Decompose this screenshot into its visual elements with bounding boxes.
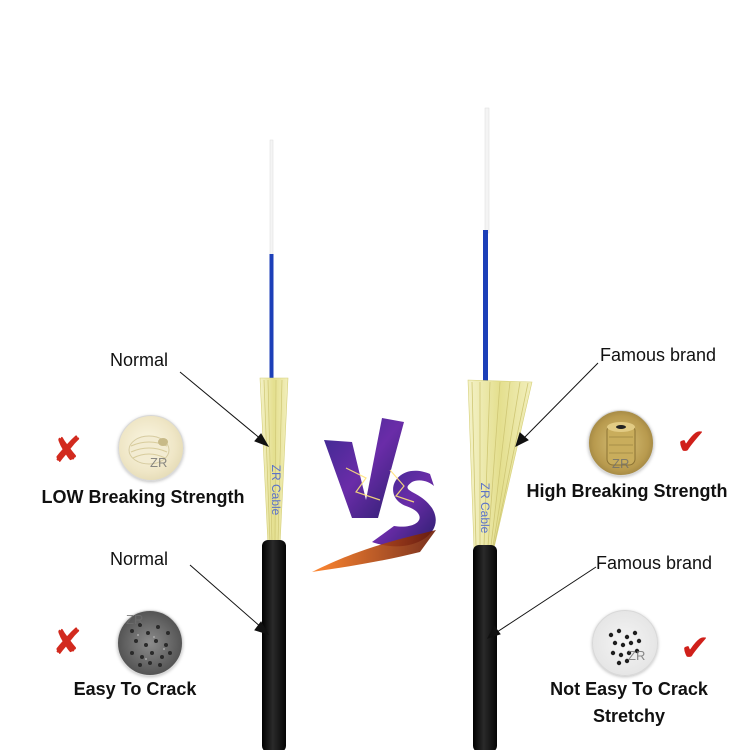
yarn-spool-icon [118, 415, 184, 481]
right-spool-watermark: ZR [612, 456, 630, 471]
right-jacket [473, 545, 497, 750]
right-fiber-title: High Breaking Strength [526, 481, 728, 501]
left-fiber-callout: Normal [110, 350, 169, 370]
left-pellets-watermark: ZR [126, 612, 144, 627]
yarn-spool-icon [588, 410, 654, 476]
pellets-icon [592, 610, 658, 676]
left-spool-watermark: ZR [150, 455, 168, 470]
left-bare-fiber [269, 139, 274, 256]
left-jacket-callout: Normal [110, 549, 169, 569]
right-cable [467, 107, 533, 750]
check-icon: ✔ [676, 421, 707, 462]
right-tight-buffer [483, 230, 488, 382]
right-fiber-callout: Famous brand [600, 345, 717, 365]
right-jacket-subtitle: Stretchy [592, 706, 666, 726]
left-aramid-yarn [259, 377, 289, 546]
left-fiber-title: LOW Breaking Strength [41, 487, 245, 507]
right-cable-print: ZR Cable [478, 482, 492, 534]
check-icon: ✔ [680, 627, 711, 668]
right-jacket-callout: Famous brand [596, 553, 713, 573]
vs-graphic [312, 418, 436, 572]
left-cable-print: ZR Cable [269, 464, 283, 516]
right-bare-fiber [484, 107, 490, 234]
left-tight-buffer [269, 254, 274, 379]
left-cable [259, 139, 289, 750]
callout-arrows [179, 362, 599, 639]
left-jacket [262, 540, 286, 750]
pellets-icon [117, 610, 183, 676]
right-jacket-title: Not Easy To Crack [550, 679, 708, 699]
right-pellets-watermark: ZR [628, 648, 646, 663]
cross-icon: ✘ [52, 621, 83, 662]
left-jacket-title: Easy To Crack [73, 679, 197, 699]
cross-icon: ✘ [52, 429, 83, 470]
